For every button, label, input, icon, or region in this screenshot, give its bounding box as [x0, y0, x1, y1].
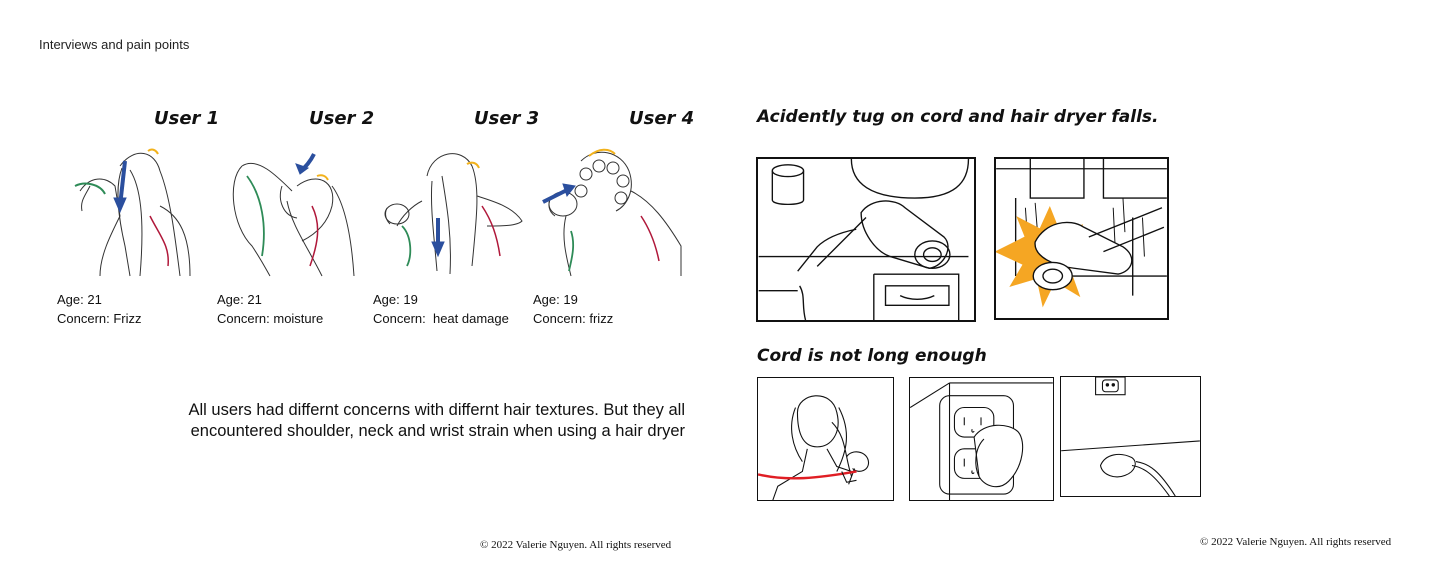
user-4-heading: User 4 [629, 108, 695, 129]
user-1-info: Age: 21 Concern: Frizz [57, 290, 142, 328]
storyboard-panel-plug-outlet [909, 377, 1054, 501]
storyboard-section-2-title: Cord is not long enough [757, 346, 987, 366]
user-3-info: Age: 19 Concern: heat damage [373, 290, 509, 328]
user-1-concern: Concern: Frizz [57, 311, 142, 326]
user-2-concern: Concern: moisture [217, 311, 324, 326]
user-4-sketch [541, 146, 686, 280]
user-4-age: Age: 19 [533, 292, 578, 307]
user-2-sketch [222, 146, 362, 280]
storyboard-panel-dryer-falling [994, 157, 1169, 320]
user-1-sketch [60, 146, 200, 280]
user-2-heading: User 2 [309, 108, 375, 129]
copyright-right: © 2022 Valerie Nguyen. All rights reserv… [1200, 536, 1392, 548]
user-4-concern: Concern: frizz [533, 311, 614, 326]
summary-line-1: All users had differnt concerns with dif… [188, 401, 685, 419]
storyboard-panel-dryer-on-counter [756, 157, 976, 322]
user-3-sketch [382, 146, 527, 280]
user-3-heading: User 3 [474, 108, 540, 129]
user-2-info: Age: 21 Concern: moisture [217, 290, 323, 328]
user-4-info: Age: 19 Concern: frizz [533, 290, 613, 328]
storyboard-panel-dryer-on-floor [1060, 376, 1201, 497]
storyboard-section-1-title: Acidently tug on cord and hair dryer fal… [757, 107, 1159, 127]
storyboard-panel-woman-drying-hair [757, 377, 894, 501]
copyright-left: © 2022 Valerie Nguyen. All rights reserv… [480, 539, 672, 551]
user-3-concern: Concern: heat damage [373, 311, 509, 326]
user-3-age: Age: 19 [373, 292, 418, 307]
summary-text: All users had differnt concerns with dif… [140, 400, 685, 442]
page-title: Interviews and pain points [39, 37, 190, 52]
user-1-age: Age: 21 [57, 292, 102, 307]
user-2-age: Age: 21 [217, 292, 262, 307]
summary-line-2: encountered shoulder, neck and wrist str… [190, 422, 685, 440]
user-1-heading: User 1 [154, 108, 220, 129]
